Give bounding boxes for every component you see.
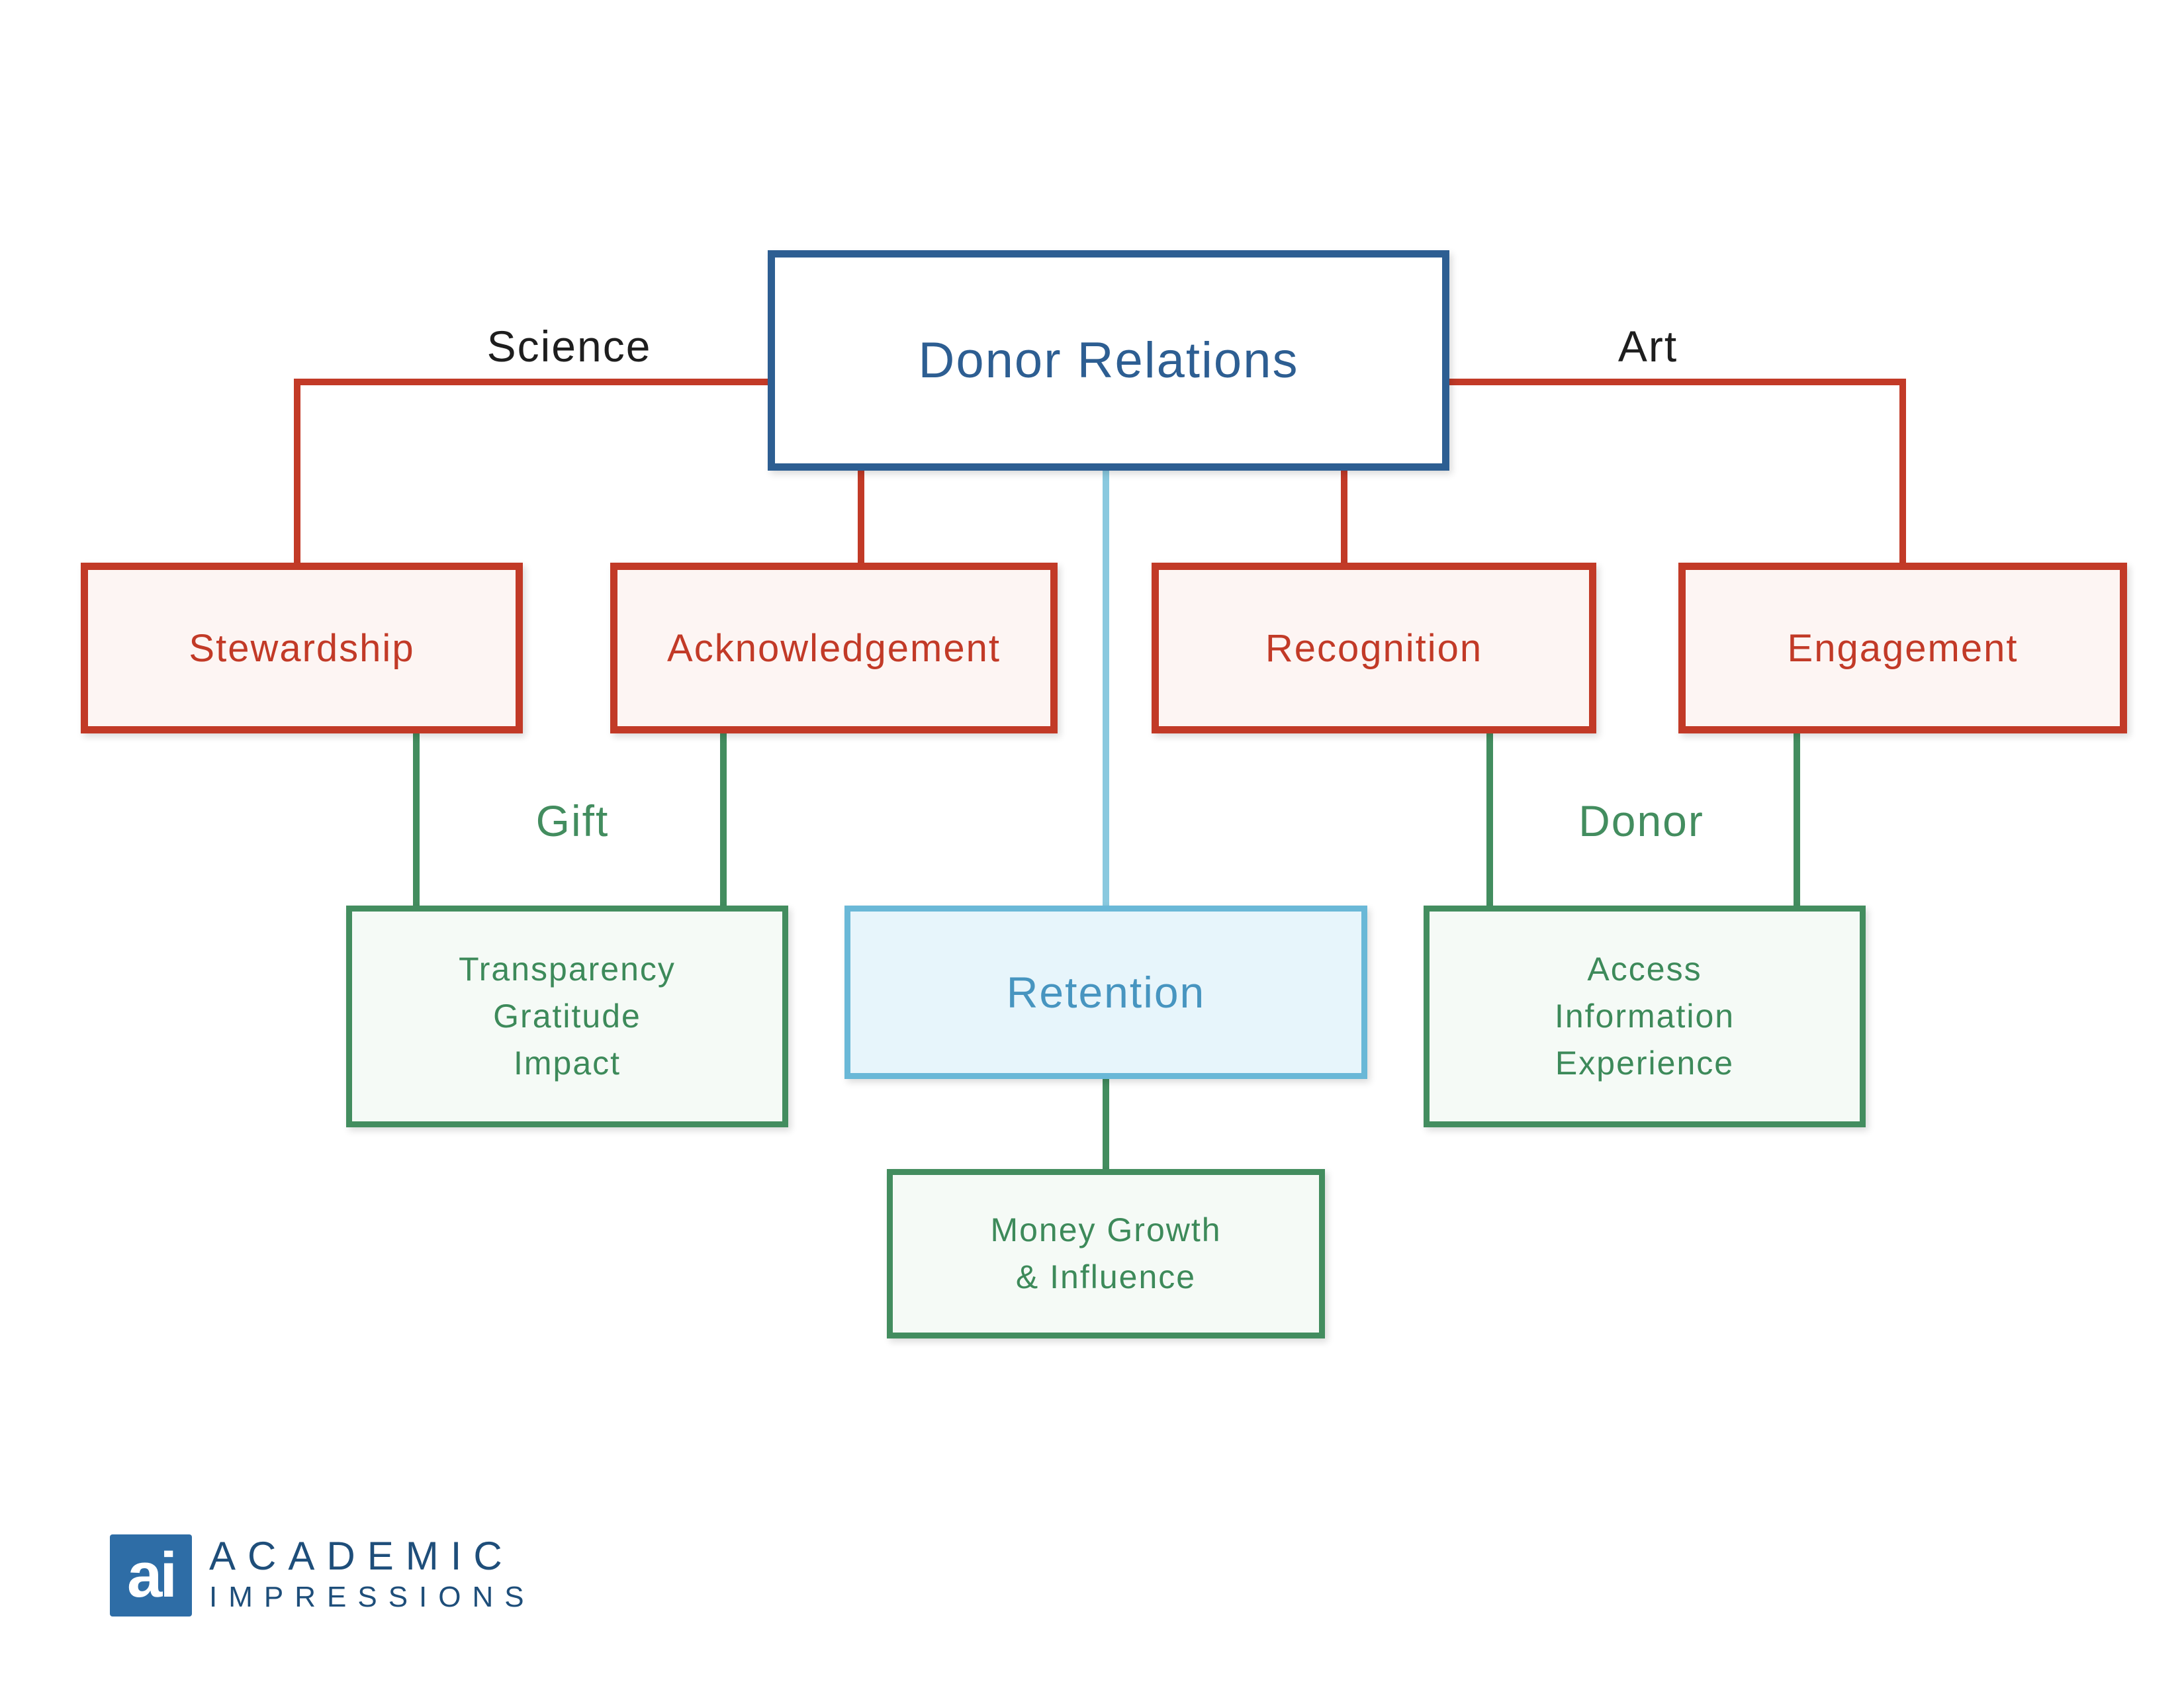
connector-recognition-to-donor: [1486, 728, 1493, 912]
connector-acknowledgement-vertical: [858, 463, 864, 569]
connector-engagement-vertical: [1899, 379, 1906, 571]
engagement-box: Engagement: [1678, 563, 2127, 733]
money-growth-line1: Money Growth: [990, 1211, 1222, 1248]
connector-retention-vertical: [1103, 463, 1109, 912]
stewardship-box: Stewardship: [81, 563, 523, 733]
gift-label: Gift: [535, 796, 610, 845]
connector-stewardship-vertical: [294, 379, 300, 571]
donor-relations-label: Donor Relations: [918, 332, 1299, 389]
gift-outcome-impact: Impact: [513, 1045, 621, 1082]
retention-label: Retention: [1006, 968, 1206, 1017]
donor-outcome-access: Access: [1587, 951, 1702, 988]
recognition-box: Recognition: [1152, 563, 1596, 733]
gift-outcome-transparency: Transparency: [459, 951, 676, 988]
donor-outcome-information: Information: [1554, 998, 1735, 1035]
art-label: Art: [1617, 322, 1678, 371]
logo-academic-text: ACADEMIC: [209, 1534, 514, 1579]
gift-outcome-gratitude: Gratitude: [493, 998, 641, 1035]
science-label: Science: [486, 322, 652, 371]
connector-stewardship-to-gift: [413, 728, 420, 912]
acknowledgement-label: Acknowledgement: [667, 626, 1001, 670]
money-growth-box: Money Growth & Influence: [887, 1169, 1325, 1338]
logo-impressions-text: IMPRESSIONS: [209, 1581, 535, 1614]
connector-acknowledgement-to-gift: [720, 728, 727, 912]
gift-outcomes-box: Transparency Gratitude Impact: [346, 906, 788, 1127]
donor-outcomes-box: Access Information Experience: [1424, 906, 1866, 1127]
donor-outcome-experience: Experience: [1555, 1045, 1735, 1082]
engagement-label: Engagement: [1787, 626, 2019, 670]
connector-recognition-vertical: [1341, 463, 1347, 569]
connector-art-horizontal: [1445, 379, 1906, 385]
donor-label: Donor: [1578, 796, 1704, 845]
acknowledgement-box: Acknowledgement: [610, 563, 1058, 733]
money-growth-line2: & Influence: [1015, 1258, 1197, 1295]
retention-box: Retention: [844, 906, 1367, 1079]
ai-logo-icon: ai: [110, 1534, 192, 1617]
connector-engagement-to-donor: [1794, 728, 1800, 912]
connector-science-horizontal: [294, 379, 772, 385]
logo-wordmark: ACADEMIC IMPRESSIONS: [209, 1534, 535, 1616]
academic-impressions-logo: ai ACADEMIC IMPRESSIONS: [110, 1534, 535, 1617]
recognition-label: Recognition: [1265, 626, 1483, 670]
connector-retention-to-money: [1103, 1074, 1109, 1172]
stewardship-label: Stewardship: [189, 626, 415, 670]
donor-relations-box: Donor Relations: [768, 250, 1449, 471]
